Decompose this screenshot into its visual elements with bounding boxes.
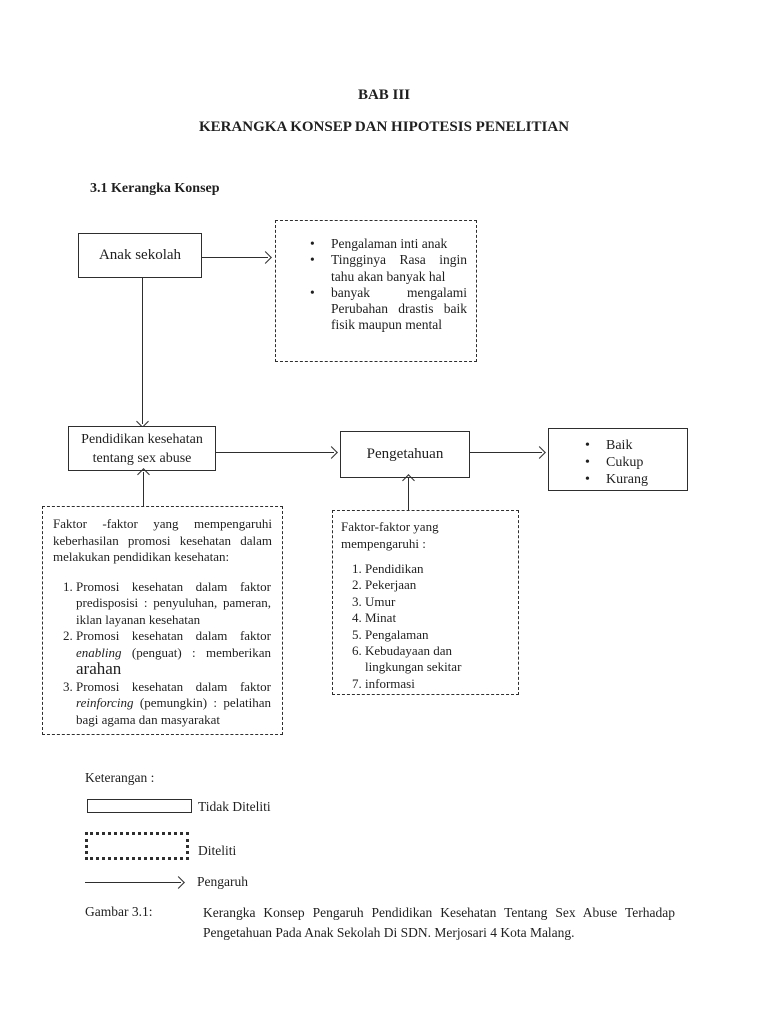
list-item: Baik [585,437,681,454]
promosi-factors-box: Faktor -faktor yang mempengaruhi keberha… [42,506,283,735]
chapter-heading: BAB III [357,87,411,103]
arrow-pendidikan-to-pengetahuan [216,452,334,453]
list-item: Cukup [585,454,681,471]
anak-sekolah-label: Anak sekolah [98,247,182,263]
figure-caption-label: Gambar 3.1: [85,904,153,919]
legend-label-studied: Diteliti [198,843,237,858]
page-title: KERANGKA KONSEP DAN HIPOTESIS PENELITIAN [198,119,570,135]
arrow-swatch [85,882,181,883]
list-item: banyak mengalami Perubahan drastis baik … [310,285,467,334]
list-item: Minat [365,610,510,626]
anak-characteristics-box: Pengalaman inti anakTingginya Rasa ingin… [275,220,477,362]
text-segment: Promosi kesehatan dalam faktor [76,678,271,694]
pengetahuan-factors-box: Faktor-faktor yang mempengaruhi : Pendid… [332,510,519,695]
pengetahuan-label: Pengetahuan [366,446,444,462]
text-segment: (penguat) : memberikan [121,644,271,660]
list-item: Pekerjaan [365,577,510,593]
pendidikan-kesehatan-label: Pendidikan kesehatan tentang sex abuse [81,432,203,466]
list-item: Umur [365,594,510,610]
text-segment: (pemungkin) : pelatihan bagi agama dan m… [76,695,271,727]
arrow-anak-to-pendidikan [142,278,143,424]
legend-heading: Keterangan : [85,770,155,785]
list-item: Promosi kesehatan dalam faktor predispos… [76,579,272,629]
list-item: Promosi kesehatan dalam faktor enabling … [76,628,272,679]
outcome-levels-box: BaikCukupKurang [548,428,688,491]
list-item: Pengalaman inti anak [310,236,467,253]
list-item: Kurang [585,471,681,488]
arrow-promosi-to-pendidikan [143,472,144,506]
list-item: informasi [365,676,510,692]
anak-characteristics-list: Pengalaman inti anakTingginya Rasa ingin… [276,221,476,334]
legend-label-not-studied: Tidak Diteliti [198,799,271,814]
text-segment: Promosi kesehatan dalam faktor [76,628,271,643]
anak-sekolah-box: Anak sekolah [78,233,202,278]
promosi-factors-list: Promosi kesehatan dalam faktor predispos… [53,579,272,729]
list-item: Pengalaman [365,627,510,643]
arrow-pengetahuan-to-outcome [470,452,542,453]
promosi-factors-intro: Faktor -faktor yang mempengaruhi keberha… [53,516,272,564]
pengetahuan-factors-list: PendidikanPekerjaanUmurMinatPengalamanKe… [341,561,510,692]
figure-caption-text: Kerangka Konsep Pengaruh Pendidikan Kese… [203,905,675,940]
list-item: Tingginya Rasa ingin tahu akan banyak ha… [310,252,467,285]
list-item: Promosi kesehatan dalam faktor reinforci… [76,679,272,729]
outcome-levels-list: BaikCukupKurang [549,429,687,488]
pengetahuan-factors-intro: Faktor-faktor yang mempengaruhi : [341,519,439,551]
list-item: Pendidikan [365,561,510,577]
solid-box-swatch [87,799,192,813]
pengetahuan-box: Pengetahuan [340,431,470,478]
arrow-anak-to-characteristics [202,257,268,258]
pendidikan-kesehatan-box: Pendidikan kesehatan tentang sex abuse [68,426,216,471]
italic-term: enabling [76,644,122,660]
arrow-factors-to-pengetahuan [408,478,409,510]
list-item: Kebudayaan dan lingkungan sekitar [365,643,510,676]
dotted-box-swatch [85,832,189,860]
section-heading: 3.1 Kerangka Konsep [90,181,220,196]
italic-term: reinforcing [76,695,134,710]
legend-label-influence: Pengaruh [197,874,248,889]
emphasized-word: arahan [76,659,122,678]
